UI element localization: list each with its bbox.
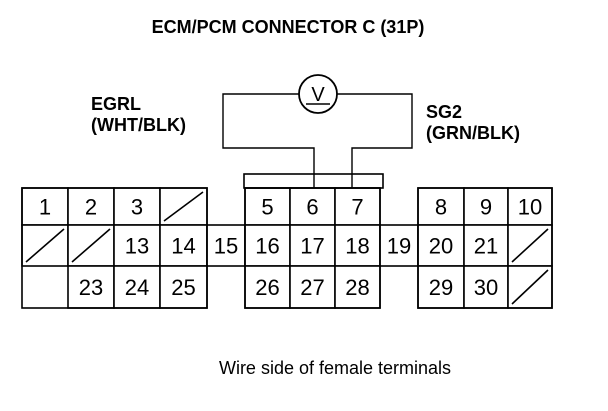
terminal-25: 25 xyxy=(159,265,208,309)
terminal-number: 6 xyxy=(306,195,318,220)
terminal-number: 1 xyxy=(39,195,51,220)
terminal-number: 30 xyxy=(474,275,498,300)
blank-terminal xyxy=(159,187,208,226)
terminal-1: 1 xyxy=(21,187,69,226)
wire-right-name: SG2 xyxy=(426,102,462,122)
terminal-number: 25 xyxy=(171,275,195,300)
terminal-10: 10 xyxy=(507,187,553,226)
terminal-20: 20 xyxy=(417,224,465,267)
terminal-number: 8 xyxy=(435,195,447,220)
terminal-number: 15 xyxy=(214,234,238,259)
terminal-8: 8 xyxy=(417,187,465,226)
diagram-caption: Wire side of female terminals xyxy=(219,358,451,378)
terminal-17: 17 xyxy=(289,224,336,267)
connector-block-1 xyxy=(21,187,208,309)
terminal-number: 18 xyxy=(345,234,369,259)
terminal-number: 9 xyxy=(480,195,492,220)
cavity-slash xyxy=(511,228,549,263)
terminal-number: 26 xyxy=(255,275,279,300)
terminal-number: 24 xyxy=(125,275,149,300)
terminal-28: 28 xyxy=(334,265,381,309)
connector-block-2 xyxy=(244,187,381,309)
cavity-slash xyxy=(511,269,549,305)
diagram-title: ECM/PCM CONNECTOR C (31P) xyxy=(152,17,425,37)
cavity-slash xyxy=(163,191,204,222)
terminal-number: 20 xyxy=(429,234,453,259)
terminal-26: 26 xyxy=(244,265,291,309)
connector-block-3 xyxy=(417,187,553,309)
terminal-number: 3 xyxy=(131,195,143,220)
terminal-16: 16 xyxy=(244,224,291,267)
cavity-slash xyxy=(71,228,111,263)
terminal-19: 19 xyxy=(379,224,419,267)
terminal-24: 24 xyxy=(113,265,161,309)
terminal-number: 13 xyxy=(125,234,149,259)
probe-wires xyxy=(222,93,413,190)
terminal-6: 6 xyxy=(289,187,336,226)
terminal-14: 14 xyxy=(159,224,208,267)
blank-terminal xyxy=(67,224,115,267)
terminal-number: 16 xyxy=(255,234,279,259)
terminal-7: 7 xyxy=(334,187,381,226)
terminal-number: 2 xyxy=(85,195,97,220)
terminal-29: 29 xyxy=(417,265,465,309)
terminal-15: 15 xyxy=(206,224,246,267)
wire-left-color: (WHT/BLK) xyxy=(91,115,186,135)
terminal-2: 2 xyxy=(67,187,115,226)
terminal-number: 23 xyxy=(79,275,103,300)
terminal-number: 14 xyxy=(171,234,195,259)
terminal-number: 27 xyxy=(300,275,324,300)
terminal-number: 17 xyxy=(300,234,324,259)
voltmeter-symbol: V xyxy=(311,84,325,106)
terminal-number: 5 xyxy=(261,195,273,220)
blank-terminal xyxy=(507,265,553,309)
probe-wire-right xyxy=(337,93,413,190)
terminal-30: 30 xyxy=(463,265,509,309)
terminal-number: 28 xyxy=(345,275,369,300)
blank-terminal xyxy=(507,224,553,267)
wire-left-name: EGRL xyxy=(91,94,141,114)
terminal-number: 7 xyxy=(351,195,363,220)
probe-wire-left xyxy=(222,93,315,190)
blank-terminal xyxy=(21,224,69,267)
wire-right-color: (GRN/BLK) xyxy=(426,123,520,143)
terminal-5: 5 xyxy=(244,187,291,226)
terminal-13: 13 xyxy=(113,224,161,267)
terminal-27: 27 xyxy=(289,265,336,309)
terminal-number: 29 xyxy=(429,275,453,300)
terminal-number: 10 xyxy=(518,195,542,220)
terminal-23: 23 xyxy=(67,265,115,309)
connector-outline xyxy=(21,173,553,309)
terminal-number: 19 xyxy=(387,234,411,259)
terminal-9: 9 xyxy=(463,187,509,226)
terminal-3: 3 xyxy=(113,187,161,226)
terminal-21: 21 xyxy=(463,224,509,267)
voltmeter-icon: V xyxy=(298,74,338,114)
cavity-slash xyxy=(25,228,65,263)
terminal-18: 18 xyxy=(334,224,381,267)
terminal-number: 21 xyxy=(474,234,498,259)
